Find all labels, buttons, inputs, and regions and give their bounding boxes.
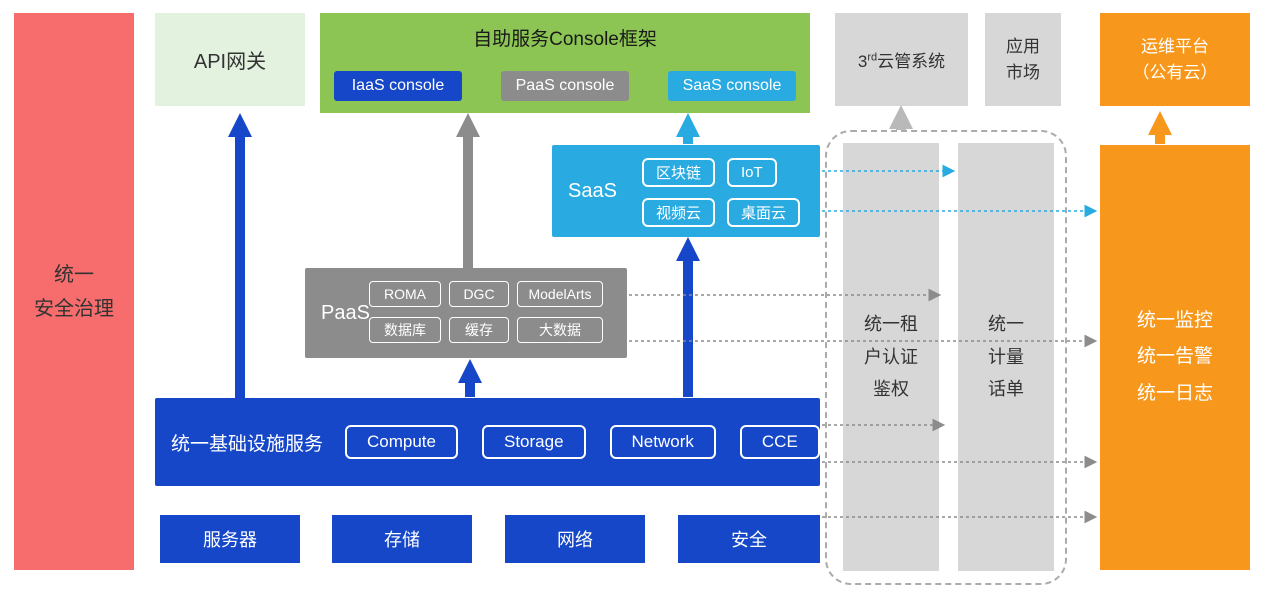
app-market-label: 应用 市场 — [1006, 37, 1040, 82]
app-market-box: 应用 市场 — [985, 13, 1061, 106]
hardware-storage-label: 存储 — [384, 530, 420, 550]
paas-tag-modelarts: ModelArts — [517, 281, 603, 307]
hardware-box-storage: 存储 — [332, 515, 472, 563]
monitoring-label: 统一监控 统一告警 统一日志 — [1136, 310, 1213, 404]
iaas-console-button: IaaS console — [334, 71, 462, 101]
paas-tag-roma: ROMA — [369, 281, 441, 307]
paas-tag-bigdata: 大数据 — [517, 317, 603, 343]
saas-tag-blockchain: 区块链 — [642, 158, 716, 187]
security-governance-bar: 统一 安全治理 — [14, 13, 134, 570]
third-party-superscript: rd — [867, 51, 878, 64]
hardware-security-label: 安全 — [731, 530, 767, 550]
third-party-cloud-box: 3rd云管系统 — [835, 13, 968, 106]
saas-tag-desktop-cloud: 桌面云 — [727, 198, 801, 227]
infra-tag-storage: Storage — [481, 425, 586, 459]
hardware-box-network: 网络 — [505, 515, 645, 563]
ops-platform-label: 运维平台 （公有云） — [1132, 37, 1218, 82]
hardware-server-label: 服务器 — [203, 530, 257, 550]
paas-label: PaaS — [321, 301, 370, 324]
metering-bar: 统一 计量 话单 — [958, 143, 1054, 571]
infrastructure-label: 统一基础设施服务 — [171, 433, 324, 455]
saas-tag-iot: IoT — [727, 158, 777, 187]
metering-label: 统一 计量 话单 — [988, 314, 1024, 400]
saas-console-button: SaaS console — [668, 71, 796, 101]
infra-tag-cce: CCE — [739, 425, 820, 459]
paas-tags: ROMA DGC ModelArts 数据库 缓存 大数据 — [369, 281, 603, 343]
console-framework-title: 自助服务Console框架 — [473, 29, 657, 50]
third-party-cloud-label: 3rd云管系统 — [857, 51, 946, 71]
shared-services-dashed-container — [825, 130, 1067, 585]
saas-label: SaaS — [568, 179, 617, 202]
ops-platform-box: 运维平台 （公有云） — [1100, 13, 1250, 106]
paas-box: PaaS ROMA DGC ModelArts 数据库 缓存 大数据 — [305, 268, 627, 358]
infrastructure-tags: Compute Storage Network CCE — [345, 398, 820, 486]
hardware-network-label: 网络 — [557, 530, 593, 550]
infra-tag-network: Network — [609, 425, 716, 459]
saas-tag-video-cloud: 视频云 — [642, 198, 716, 227]
console-framework-box: 自助服务Console框架 IaaS console PaaS console … — [320, 13, 810, 113]
saas-tag-row: 区块链 IoT — [642, 158, 800, 187]
monitoring-bar: 统一监控 统一告警 统一日志 — [1100, 145, 1250, 570]
saas-tags: 区块链 IoT 视频云 桌面云 — [642, 158, 801, 227]
saas-tag-row: 视频云 桌面云 — [642, 198, 801, 227]
saas-box: SaaS 区块链 IoT 视频云 桌面云 — [552, 145, 820, 237]
security-governance-label: 统一 安全治理 — [34, 263, 114, 320]
infrastructure-box: 统一基础设施服务 Compute Storage Network CCE — [155, 398, 820, 486]
paas-tag-cache: 缓存 — [449, 317, 509, 343]
tenant-auth-label: 统一租 户认证 鉴权 — [864, 314, 918, 400]
paas-tag-database: 数据库 — [369, 317, 441, 343]
paas-console-button: PaaS console — [501, 71, 629, 101]
api-gateway-label: API网关 — [193, 51, 267, 73]
infra-tag-compute: Compute — [345, 425, 458, 459]
api-gateway-box: API网关 — [155, 13, 305, 106]
tenant-auth-bar: 统一租 户认证 鉴权 — [843, 143, 939, 571]
console-buttons: IaaS console PaaS console SaaS console — [334, 71, 796, 101]
paas-tag-dgc: DGC — [449, 281, 509, 307]
hardware-box-security: 安全 — [678, 515, 820, 563]
hardware-box-server: 服务器 — [160, 515, 300, 563]
